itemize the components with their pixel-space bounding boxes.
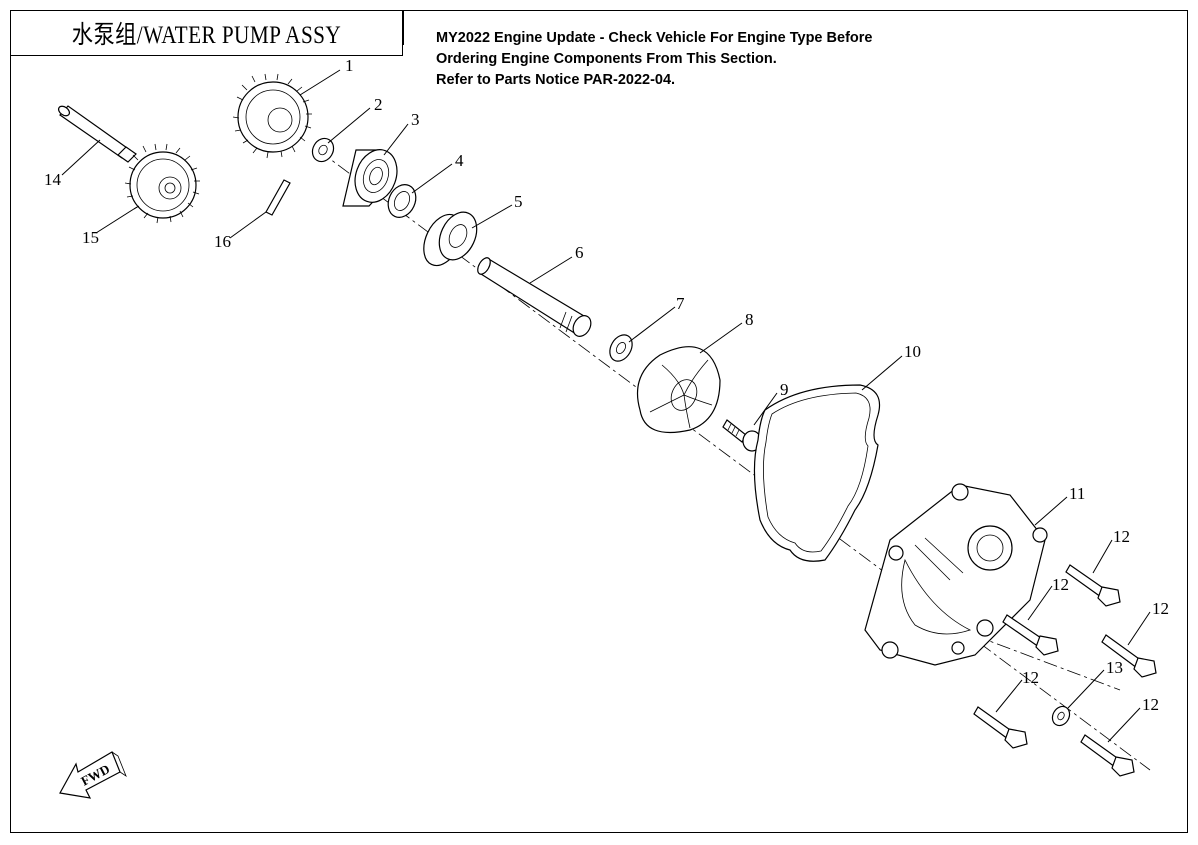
part-13-washer (1051, 705, 1071, 727)
notice-line-3: Refer to Parts Notice PAR-2022-04. (436, 72, 676, 88)
bolt-axis-line (879, 599, 1121, 691)
callout-1: 1 (345, 56, 354, 75)
part-10-gasket (753, 384, 881, 562)
callout-4: 4 (455, 151, 464, 170)
part-11-pump-cover (864, 483, 1048, 666)
notice-line-2: Ordering Engine Components From This Sec… (436, 51, 777, 67)
part-16-pin (265, 179, 291, 216)
part-12-bolt-e (1080, 734, 1135, 777)
callout-13: 13 (1106, 658, 1123, 677)
callout-10: 10 (904, 342, 921, 361)
part-12-bolt-d (973, 706, 1028, 749)
part-4-seal (387, 184, 417, 218)
callout-2: 2 (374, 95, 383, 114)
part-8-impeller (636, 346, 721, 434)
part-12-bolt-c (1101, 634, 1157, 678)
title-box: 水泵组/WATER PUMP ASSY (10, 10, 403, 56)
part-14-shaft (57, 105, 137, 163)
assembly-axis-line (317, 149, 1151, 771)
engine-update-notice: MY2022 Engine Update - Check Vehicle For… (436, 28, 872, 91)
callout-12a: 12 (1113, 527, 1130, 546)
callout-16: 16 (214, 232, 231, 251)
callout-11: 11 (1069, 484, 1085, 503)
part-1-drive-gear (232, 73, 312, 159)
part-3-bearing (342, 149, 398, 207)
fwd-arrow-icon: FWD (59, 751, 127, 799)
callout-3: 3 (411, 110, 420, 129)
callout-12b: 12 (1052, 575, 1069, 594)
title-divider (403, 10, 404, 45)
callout-12d: 12 (1022, 668, 1039, 687)
part-12-bolt-a (1065, 564, 1121, 607)
callout-12e: 12 (1142, 695, 1159, 714)
callout-9: 9 (780, 380, 789, 399)
callout-6: 6 (575, 243, 584, 262)
callout-7: 7 (676, 294, 685, 313)
callout-15: 15 (82, 228, 99, 247)
callout-12c: 12 (1152, 599, 1169, 618)
drawing-frame (10, 10, 1188, 833)
part-6-pump-shaft (477, 257, 592, 337)
part-9-impeller-bolt (722, 419, 762, 452)
part-15-gear (124, 143, 200, 224)
callout-8: 8 (745, 310, 754, 329)
callout-5: 5 (514, 192, 523, 211)
part-5-mechanical-seal (423, 211, 478, 267)
part-2-washer (311, 137, 335, 163)
page-title: 水泵组/WATER PUMP ASSY (71, 22, 342, 49)
callout-14: 14 (44, 170, 62, 189)
leader-lines (61, 69, 1151, 743)
part-12-bolt-b (1002, 614, 1059, 656)
notice-line-1: MY2022 Engine Update - Check Vehicle For… (436, 30, 873, 46)
part-7-washer (609, 334, 633, 362)
